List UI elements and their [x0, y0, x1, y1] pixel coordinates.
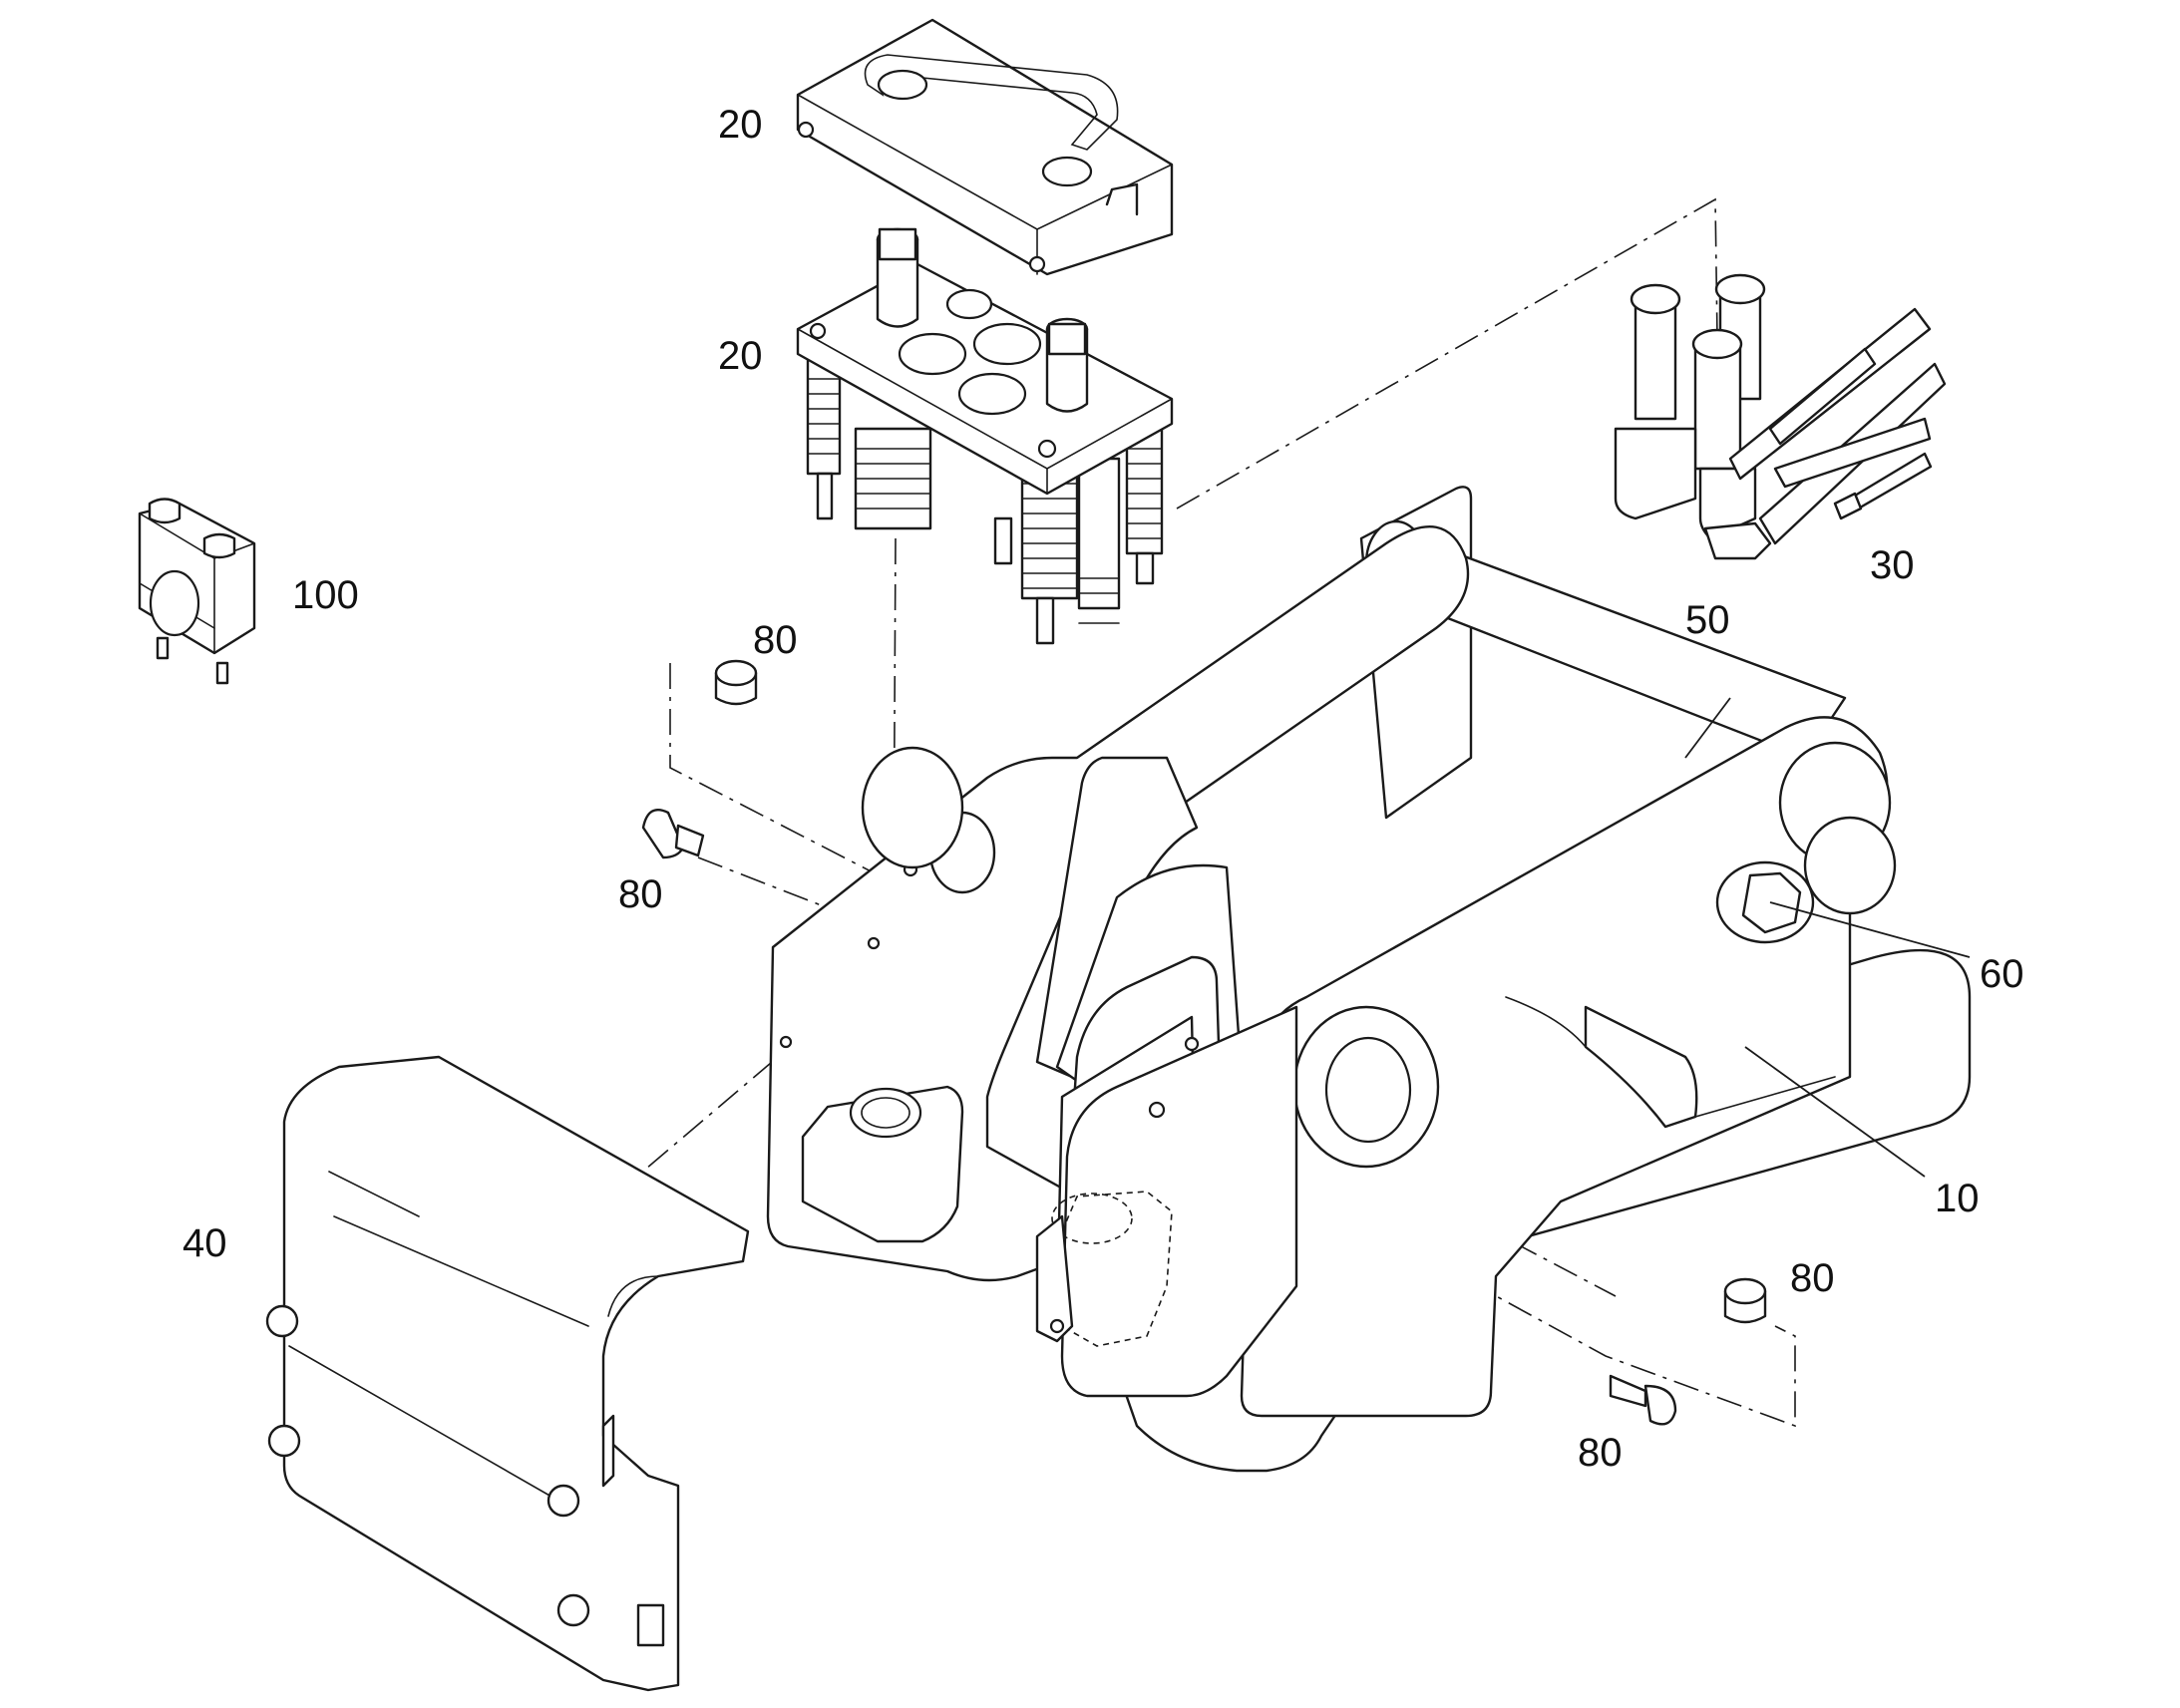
callout-labels: 20 20 100 30 50 80 80 60 10 40 80 80 [182, 103, 2024, 1475]
bushing-80-upper [714, 659, 758, 706]
coupling-plate-20 [796, 227, 1174, 645]
callout-80-left: 80 [618, 872, 663, 916]
callout-20-top: 20 [718, 103, 763, 147]
callout-80-bottom: 80 [1578, 1431, 1623, 1475]
callout-80-upper: 80 [753, 618, 798, 662]
callout-10: 10 [1935, 1177, 1980, 1220]
cover-bolt-3 [546, 1484, 580, 1518]
callout-lines [1684, 697, 1971, 1178]
hose-fittings-30 [1614, 273, 1947, 560]
callout-20-middle: 20 [718, 334, 763, 378]
main-frame-part [766, 486, 1972, 1473]
callout-40: 40 [182, 1221, 227, 1265]
cover-bolt-4 [556, 1593, 590, 1627]
screw-80-left [641, 808, 705, 859]
callout-60: 60 [1980, 952, 2024, 996]
clamp-block-100 [138, 498, 256, 685]
screw-80-right [1609, 1374, 1677, 1426]
callout-100: 100 [292, 573, 359, 617]
callout-50: 50 [1685, 598, 1730, 642]
cover-bolt-1 [265, 1304, 299, 1338]
protective-cover-40 [265, 1055, 750, 1692]
cover-bolt-2 [267, 1424, 301, 1458]
callout-80-right: 80 [1790, 1256, 1835, 1300]
cover-plate-20 [796, 18, 1174, 276]
bushing-80-lower [1723, 1277, 1767, 1324]
lower-pin-bore [1324, 1036, 1412, 1144]
callout-30: 30 [1870, 543, 1915, 587]
